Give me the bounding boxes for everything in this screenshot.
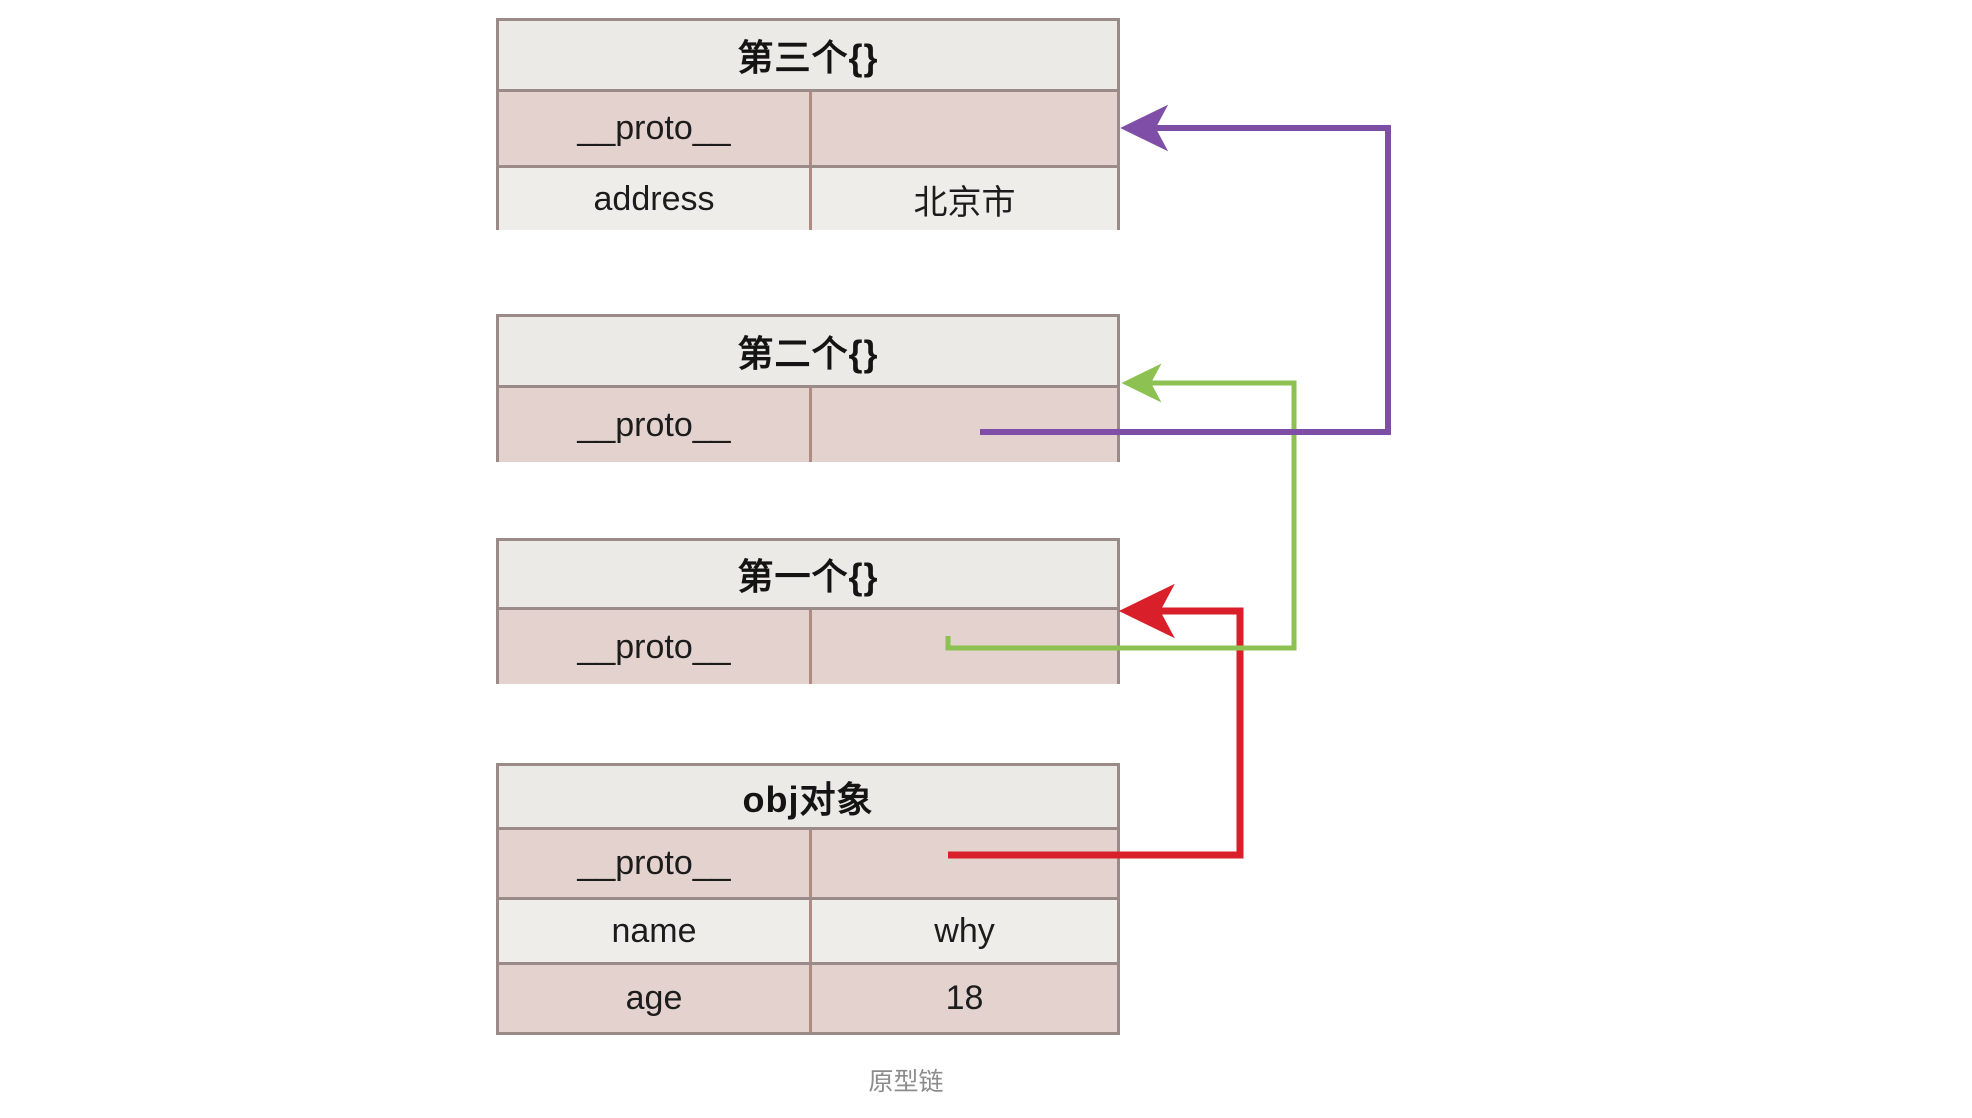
object-title-text: 第一个{} <box>737 556 879 597</box>
object-title-text: 第二个{} <box>737 333 879 374</box>
cell-key: __proto__ <box>499 610 812 684</box>
object-box-third-title: 第三个{} <box>499 21 1117 92</box>
cell-value: 北京市 <box>913 183 1016 222</box>
proto-key-text: __proto__ <box>577 627 731 666</box>
cell-value: why <box>934 911 995 950</box>
cell-key: age <box>499 965 812 1032</box>
proto-key-text: __proto__ <box>577 844 731 882</box>
object-box-obj-title: obj对象 <box>499 766 1117 830</box>
cell-key: name <box>499 900 812 962</box>
table-row: address 北京市 <box>499 168 1117 230</box>
cell-value: 18 <box>945 979 984 1017</box>
cell-key: address <box>499 168 812 230</box>
cell-value <box>812 388 1117 462</box>
table-row: __proto__ <box>499 92 1117 168</box>
diagram-caption: 原型链 <box>868 1068 944 1096</box>
table-row: __proto__ <box>499 610 1117 684</box>
cell-key: __proto__ <box>499 388 812 462</box>
table-row: __proto__ <box>499 830 1117 900</box>
table-row: __proto__ <box>499 388 1117 462</box>
cell-value <box>812 610 1117 684</box>
table-row: name why <box>499 900 1117 965</box>
cell-key: __proto__ <box>499 830 812 897</box>
object-box-second-title: 第二个{} <box>499 317 1117 388</box>
object-title-text: obj对象 <box>742 778 874 820</box>
cell-key: __proto__ <box>499 92 812 165</box>
proto-key-text: __proto__ <box>577 405 731 444</box>
object-box-second: 第二个{} __proto__ <box>496 314 1120 462</box>
proto-key-text: __proto__ <box>577 109 731 147</box>
object-box-obj: obj对象 __proto__ name why age 18 <box>496 763 1120 1035</box>
table-row: age 18 <box>499 965 1117 1032</box>
cell-value <box>812 830 1117 897</box>
cell-value <box>812 92 1117 165</box>
object-title-text: 第三个{} <box>737 37 879 78</box>
object-box-third: 第三个{} __proto__ address 北京市 <box>496 18 1120 230</box>
object-box-first-title: 第一个{} <box>499 541 1117 610</box>
object-box-first: 第一个{} __proto__ <box>496 538 1120 684</box>
